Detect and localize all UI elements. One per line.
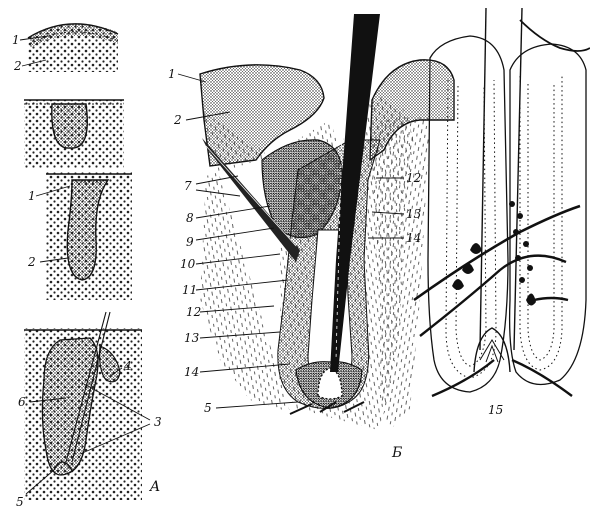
label-b-12-left: 12 [186,306,201,318]
stage-2-hair-germ [24,100,124,168]
label-b-13-left: 13 [184,332,199,344]
label-b-14-left: 14 [184,366,199,378]
label-a-2: 2 [14,60,22,72]
label-b-2: 2 [174,114,182,126]
label-b-5: 5 [204,402,212,414]
label-b-7: 7 [184,180,192,192]
label-b-8: 8 [186,212,194,224]
label-b-14-right: 14 [406,232,421,244]
label-a-3: 3 [154,416,162,428]
label-b-15: 15 [488,404,503,416]
label-b-13-right: 13 [406,208,421,220]
stage-3-hair-peg [46,172,132,300]
label-b-12-right: 12 [406,172,421,184]
label-a-4: 4 [124,360,132,372]
panel-b-follicle-section [200,14,454,430]
panel-a-letter: A [150,480,160,494]
label-b-11: 11 [182,284,197,296]
label-b-9: 9 [186,236,194,248]
panel-b-letter: Б [392,446,402,460]
label-a-1: 1 [12,34,20,46]
label-b-10: 10 [180,258,195,270]
label-a-2b: 2 [28,256,36,268]
label-a-5: 5 [16,496,24,508]
label-b-1: 1 [168,68,176,80]
label-a-6: 6 [18,396,26,408]
stage-1-epidermis-thickening [28,24,118,72]
nerve-endings-icon [452,201,536,306]
label-a-1b: 1 [28,190,36,202]
